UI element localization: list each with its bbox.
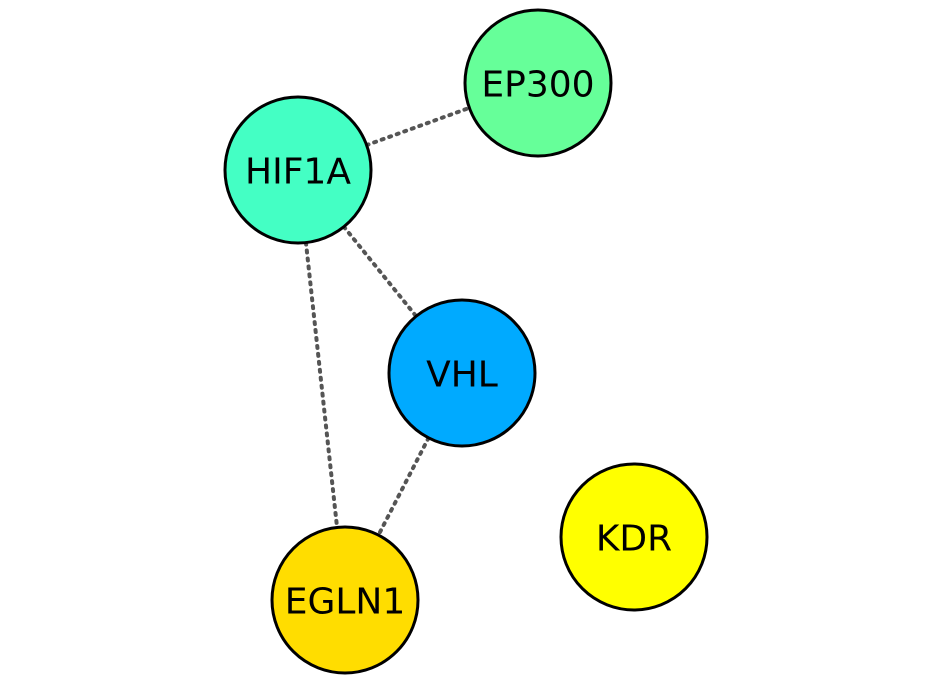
node-circle[interactable] bbox=[559, 462, 709, 612]
node-hif1a[interactable]: HIF1A bbox=[223, 95, 373, 245]
node-circle[interactable] bbox=[270, 525, 420, 675]
node-circle[interactable] bbox=[223, 95, 373, 245]
node-circle[interactable] bbox=[387, 298, 537, 448]
node-circle[interactable] bbox=[463, 8, 613, 158]
edge-hif1a-egln1 bbox=[303, 240, 340, 530]
node-label: VHL bbox=[426, 355, 498, 396]
node-vhl[interactable]: VHL bbox=[387, 298, 537, 448]
node-egln1[interactable]: EGLN1 bbox=[270, 525, 420, 675]
edge-hif1a-vhl bbox=[341, 224, 419, 319]
node-label: EP300 bbox=[481, 65, 594, 106]
node-kdr[interactable]: KDR bbox=[559, 462, 709, 612]
node-label: EGLN1 bbox=[285, 582, 406, 623]
node-label: HIF1A bbox=[245, 152, 351, 193]
edge-hif1a-ep300 bbox=[364, 105, 472, 148]
node-ep300[interactable]: EP300 bbox=[463, 8, 613, 158]
node-label: KDR bbox=[596, 519, 672, 560]
edge-vhl-egln1 bbox=[376, 435, 431, 538]
edges-layer bbox=[303, 105, 472, 538]
